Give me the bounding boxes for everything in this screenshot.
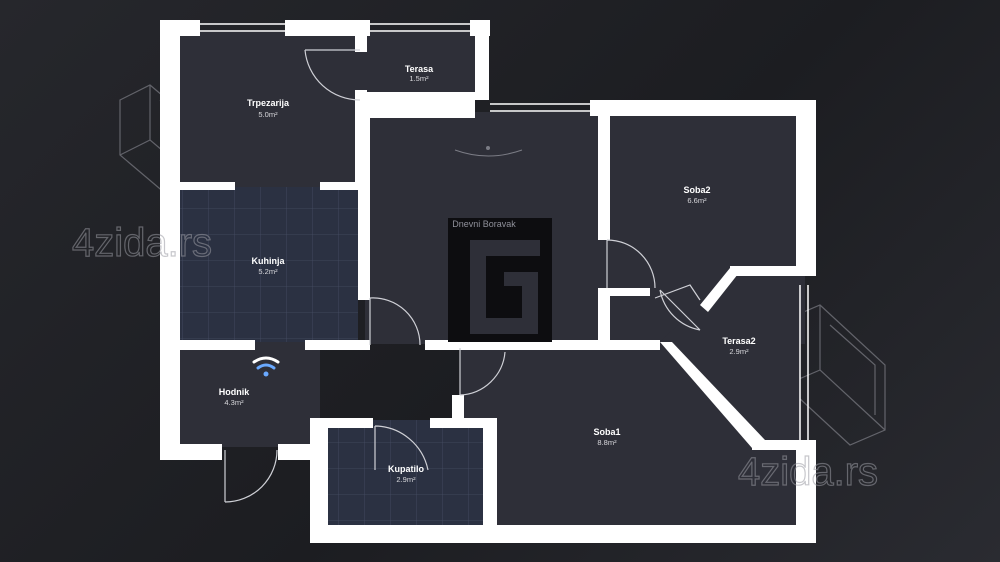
doors [224, 49, 701, 503]
room-terasa2-name: Terasa2 [722, 336, 755, 346]
walls [160, 20, 816, 543]
watermark-right: 4zida.rs [738, 450, 878, 494]
north-arc-icon [454, 146, 523, 157]
bathroom-tiles [327, 420, 485, 525]
room-trpezarija-name: Trpezarija [247, 98, 290, 108]
room-kuhinja-name: Kuhinja [252, 256, 286, 266]
room-kupatilo-area: 2.9m² [396, 475, 416, 484]
room-labels: Terasa 1.5m² Trpezarija 5.0m² Kuhinja 5.… [219, 64, 756, 484]
room-soba1-name: Soba1 [593, 427, 620, 437]
room-terasa-name: Terasa [405, 64, 434, 74]
room-soba1-area: 8.8m² [597, 438, 617, 447]
room-trpezarija-area: 5.0m² [258, 110, 278, 119]
g-square-logo-icon [448, 218, 552, 342]
room-kuhinja-area: 5.2m² [258, 267, 278, 276]
room-dnevni-name: Dnevni Boravak [452, 219, 516, 229]
wifi-icon [252, 356, 280, 377]
watermark-left: 4zida.rs [72, 221, 212, 265]
windows [200, 23, 809, 525]
room-terasa2-area: 2.9m² [729, 347, 749, 356]
room-soba2-name: Soba2 [683, 185, 710, 195]
room-soba2-area: 6.6m² [687, 196, 707, 205]
room-terasa-area: 1.5m² [409, 74, 429, 83]
room-kupatilo-name: Kupatilo [388, 464, 424, 474]
kitchen-tiles [180, 187, 358, 342]
floor-areas [180, 32, 805, 527]
room-hodnik-name: Hodnik [219, 387, 250, 397]
room-hodnik-area: 4.3m² [224, 398, 244, 407]
